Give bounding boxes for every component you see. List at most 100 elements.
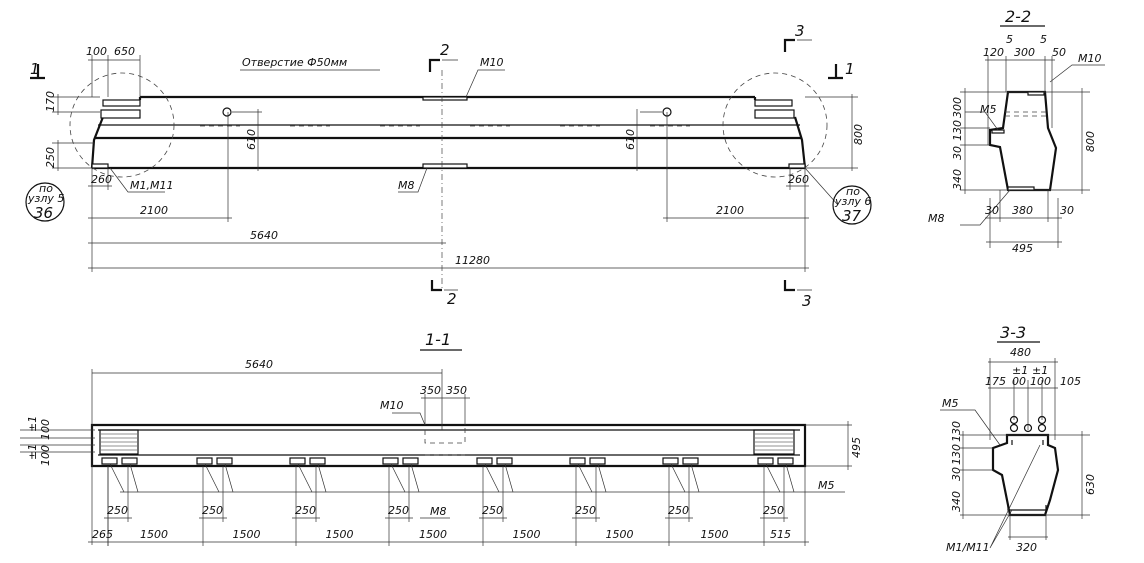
tol-3-3: ±1 bbox=[1032, 364, 1048, 377]
dim-250-pitch: 250 bbox=[575, 504, 596, 517]
dim-left-2-2: 130 bbox=[951, 120, 964, 141]
tol-100-bottom: 100 bbox=[39, 445, 52, 466]
dim-495-2-2: 495 bbox=[1012, 242, 1033, 255]
embedded-plate bbox=[402, 457, 419, 465]
dim-left-2-2: 30 bbox=[951, 146, 964, 160]
dim-250: 250 bbox=[44, 147, 57, 168]
embedded-plate bbox=[496, 457, 513, 465]
node-right-num: 37 bbox=[842, 207, 862, 225]
embedded-plate bbox=[569, 457, 586, 465]
dim-top-2-2: 120 bbox=[983, 46, 1004, 59]
dim-top-2-2: 50 bbox=[1052, 46, 1066, 59]
label-m5-2-2: M5 bbox=[980, 103, 997, 116]
label-m1-m11: M1,M11 bbox=[130, 179, 173, 192]
dim-350-a: 350 bbox=[420, 384, 441, 397]
dim-5640: 5640 bbox=[250, 229, 278, 242]
section-3-marker-bottom: 3 bbox=[802, 292, 812, 310]
node-right-top: по bbox=[846, 185, 860, 198]
dim-chain: 1500 bbox=[701, 528, 729, 541]
dim-800: 800 bbox=[852, 124, 865, 145]
section-2-marker-bottom: 2 bbox=[447, 290, 457, 308]
label-m10: M10 bbox=[480, 56, 504, 69]
dim-left-2-2: 340 bbox=[951, 169, 964, 190]
embedded-plate bbox=[777, 457, 794, 465]
embedded-plate bbox=[196, 457, 213, 465]
section-1-1-title: 1-1 bbox=[425, 330, 451, 349]
dim-2100-left: 2100 bbox=[140, 204, 168, 217]
label-m8-1-1: M8 bbox=[430, 505, 447, 518]
label-m5-3-3: M5 bbox=[942, 397, 959, 410]
dim-495-1-1: 495 bbox=[850, 437, 863, 458]
dim-320: 320 bbox=[1016, 541, 1037, 554]
label-m10-2-2: M10 bbox=[1078, 52, 1102, 65]
dim-260-left: 260 bbox=[91, 173, 112, 186]
dim-chain: 515 bbox=[770, 528, 791, 541]
beam-elevation: 1 1 2 2 3 3 Отверстие Ф50мм 100 650 170 … bbox=[25, 22, 872, 310]
embedded-plate bbox=[289, 457, 306, 465]
embedded-plate bbox=[476, 457, 493, 465]
detail-circle-left bbox=[69, 72, 175, 178]
hatched-block-right bbox=[753, 429, 795, 455]
dim-610-left: 610 bbox=[245, 129, 258, 150]
label-m10-1-1: M10 bbox=[380, 399, 404, 412]
section-1-marker-left: 1 bbox=[30, 60, 40, 78]
embedded-plate bbox=[757, 457, 774, 465]
dim-250-pitch: 250 bbox=[668, 504, 689, 517]
label-m5-1-1: M5 bbox=[818, 479, 835, 492]
dim-11280: 11280 bbox=[455, 254, 490, 267]
dim-bottom-2-2: 30 bbox=[1060, 204, 1074, 217]
detail-circle-right bbox=[722, 72, 828, 178]
hole-left bbox=[222, 107, 232, 117]
node-badge-left bbox=[25, 182, 65, 222]
embedded-plate bbox=[309, 457, 326, 465]
embedded-plate bbox=[382, 457, 399, 465]
section-3-marker-top: 3 bbox=[795, 22, 805, 40]
label-m8-2-2: M8 bbox=[928, 212, 945, 225]
plate-m10 bbox=[422, 96, 468, 101]
dim-left-2-2: 300 bbox=[951, 97, 964, 118]
label-m8: M8 bbox=[398, 179, 415, 192]
label-m1-m11-3-3: M1/M11 bbox=[946, 541, 990, 554]
dim-chain: 1500 bbox=[233, 528, 261, 541]
hatched-block-left bbox=[99, 429, 139, 455]
dim-250-pitch: 250 bbox=[202, 504, 223, 517]
dim-left-3-3: 340 bbox=[950, 491, 963, 512]
dim-350-b: 350 bbox=[446, 384, 467, 397]
dim-630: 630 bbox=[1084, 474, 1097, 495]
dim-top-2-2: 300 bbox=[1014, 46, 1035, 59]
section-3-3-title: 3-3 bbox=[1000, 323, 1026, 342]
dim-800-2-2: 800 bbox=[1084, 131, 1097, 152]
dim-610-right: 610 bbox=[624, 129, 637, 150]
dim-bottom-2-2: 380 bbox=[1012, 204, 1033, 217]
dim-chain: 1500 bbox=[513, 528, 541, 541]
dim-chain: 1500 bbox=[606, 528, 634, 541]
node-badge-right bbox=[832, 185, 872, 225]
dim-top-3-3: 105 bbox=[1060, 375, 1081, 388]
node-right-mid: узлу 6 bbox=[834, 195, 871, 208]
dim-250-pitch: 250 bbox=[107, 504, 128, 517]
dim-260-right: 260 bbox=[788, 173, 809, 186]
embedded-plate bbox=[662, 457, 679, 465]
node-left-top: по bbox=[39, 182, 53, 195]
embedded-plate bbox=[101, 457, 118, 465]
hole-note: Отверстие Ф50мм bbox=[242, 56, 347, 69]
tol-bottom: ±1 bbox=[26, 444, 39, 460]
dim-250-pitch: 250 bbox=[482, 504, 503, 517]
dim-chain: 1500 bbox=[326, 528, 354, 541]
embedded-plate bbox=[589, 457, 606, 465]
dim-chain: 265 bbox=[92, 528, 113, 541]
dim-650: 650 bbox=[114, 45, 135, 58]
dim-chain: 1500 bbox=[419, 528, 447, 541]
section-2-2-title: 2-2 bbox=[1005, 7, 1031, 26]
dim-170: 170 bbox=[44, 91, 57, 112]
section-2-marker-top: 2 bbox=[440, 41, 450, 59]
dim-top-3-3: 100 bbox=[1030, 375, 1051, 388]
dim-5640-1-1: 5640 bbox=[245, 358, 273, 371]
node-left-mid: узлу 5 bbox=[27, 192, 64, 205]
plate-m8 bbox=[422, 163, 468, 169]
